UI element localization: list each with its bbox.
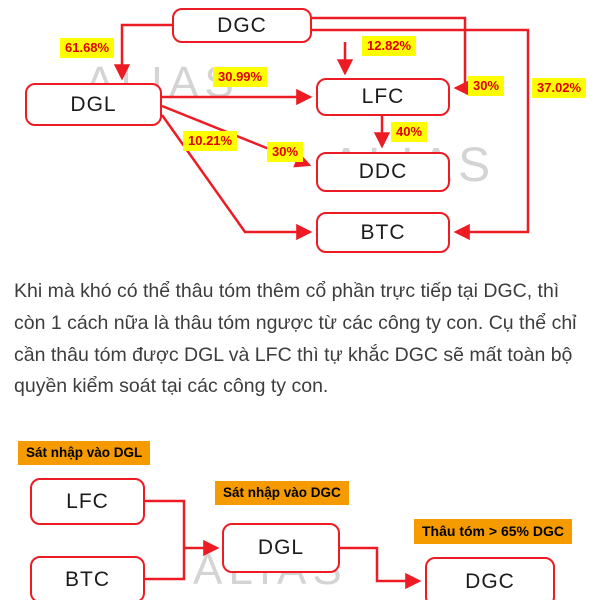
node-lfc-bottom-label: LFC — [66, 489, 109, 513]
percent-label-right-lfc: 30% — [468, 76, 505, 96]
node-dgc-label: DGC — [217, 13, 267, 37]
arrow-dgl-to-dgc — [340, 546, 422, 590]
arrow-right-to-btc — [312, 28, 530, 241]
percent-label-dgc-dgl: 61.68% — [60, 38, 115, 58]
badge-merge-into-dgl: Sát nhập vào DGL — [18, 441, 151, 466]
node-btc: BTC — [316, 212, 450, 253]
badge-takeover-dgc: Thâu tóm > 65% DGC — [414, 519, 572, 544]
node-dgc: DGC — [172, 8, 312, 43]
node-dgl-bottom-label: DGL — [257, 536, 305, 559]
percent-label-dgl-lfc: 30.99% — [213, 67, 268, 87]
percent-label-dgc-lfc: 12.82% — [362, 36, 417, 56]
percent-label-dgl-ddc: 10.21% — [183, 131, 238, 151]
node-dgl: DGL — [25, 83, 162, 126]
body-paragraph: Khi mà khó có thể thâu tóm thêm cổ phần … — [14, 280, 577, 398]
percent-label-right-btc: 37.02% — [532, 78, 587, 98]
node-btc-bottom-label: BTC — [65, 567, 110, 591]
node-dgl-label: DGL — [70, 92, 117, 116]
badge-merge-into-dgc: Sát nhập vào DGC — [215, 481, 349, 506]
node-dgc-bottom-label: DGC — [465, 570, 515, 593]
node-lfc: LFC — [316, 78, 450, 116]
ownership-connectors-svg — [113, 16, 530, 241]
node-btc-bottom: BTC — [30, 556, 145, 600]
percent-label-left-ddc: 30% — [267, 142, 304, 162]
arrow-dgc-to-dgl — [113, 23, 172, 81]
arrow-dgl-to-btc — [160, 114, 313, 241]
node-btc-label: BTC — [360, 220, 406, 244]
node-ddc: DDC — [316, 152, 450, 192]
connector-lfc-btc-bracket — [145, 499, 186, 581]
node-ddc-label: DDC — [358, 160, 408, 183]
merge-connectors-svg — [145, 499, 422, 590]
node-lfc-label: LFC — [361, 85, 405, 108]
percent-label-lfc-ddc: 40% — [391, 122, 428, 142]
node-dgc-bottom: DGC — [425, 557, 555, 600]
arrow-right-to-lfc — [312, 16, 470, 97]
node-lfc-bottom: LFC — [30, 478, 145, 525]
node-dgl-bottom: DGL — [222, 523, 340, 573]
